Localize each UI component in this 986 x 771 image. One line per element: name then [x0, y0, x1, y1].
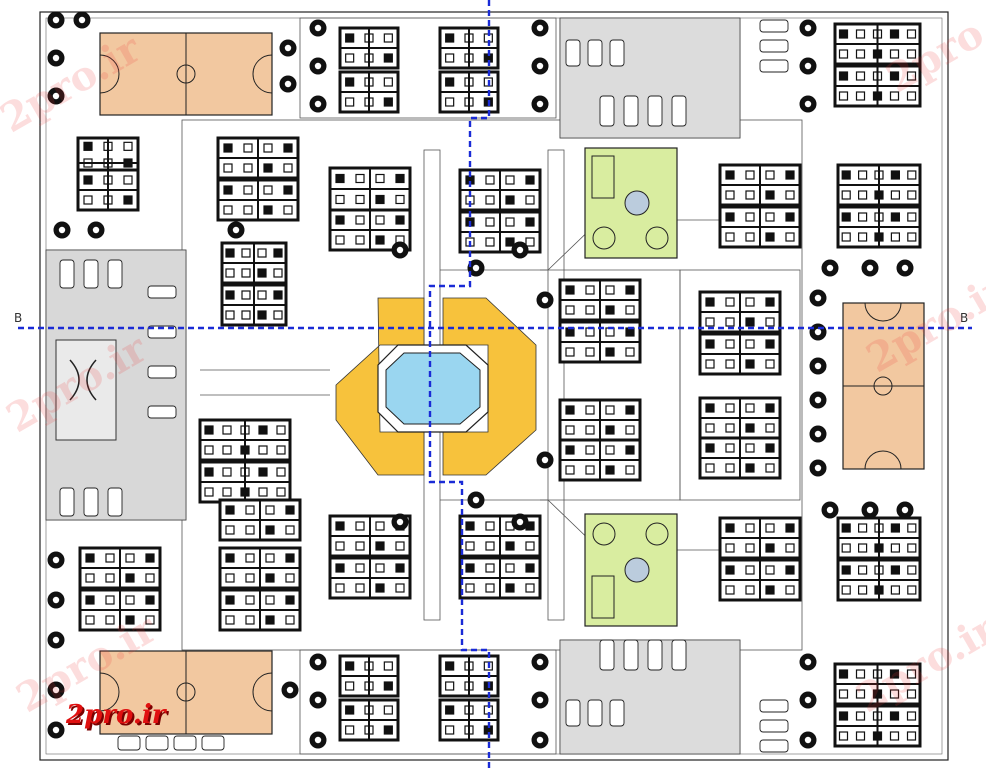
parking-lots: [45, 17, 789, 755]
apartment-block: [558, 438, 642, 482]
apartment-block: [836, 516, 922, 560]
trees: [47, 11, 914, 749]
apartment-block: [458, 210, 542, 254]
site-logo: 2pro.ir: [66, 700, 166, 730]
apartment-block: [338, 70, 400, 114]
apartment-block: [698, 290, 782, 334]
apartment-block: [833, 662, 922, 706]
apartment-block: [328, 166, 412, 212]
apartment-block: [328, 556, 412, 600]
apartment-block: [718, 205, 802, 249]
apartment-block: [218, 498, 302, 542]
apartment-block: [78, 588, 162, 632]
apartment-block: [198, 418, 292, 462]
apartment-block: [558, 398, 642, 442]
apartment-block: [220, 241, 288, 285]
apartment-block: [698, 332, 782, 376]
apartment-block: [218, 546, 302, 590]
site-boundary: [39, 11, 949, 761]
apartment-block: [833, 22, 922, 66]
apartment-block: [328, 514, 412, 558]
apartment-block: [216, 178, 300, 222]
apartment-block: [698, 436, 782, 480]
apartment-block: [718, 558, 802, 602]
apartment-block: [218, 588, 302, 632]
apartment-block: [216, 136, 300, 180]
apartment-block: [718, 516, 802, 560]
park-bottom: [584, 513, 678, 627]
section-line: [18, 0, 972, 771]
section-mark-left: B: [14, 311, 23, 325]
apartment-block: [76, 168, 140, 212]
apartment-block: [338, 26, 400, 70]
apartment-block: [836, 205, 922, 249]
apartment-block: [198, 460, 292, 504]
apartment-block: [558, 320, 642, 364]
apartment-block: [78, 546, 162, 590]
sports-court-right: [842, 302, 925, 470]
sports-court-top-left: [99, 32, 273, 116]
apartment-block: [836, 558, 922, 602]
apartment-block: [338, 698, 400, 742]
section-mark-right: B: [960, 311, 969, 325]
apartment-block: [558, 278, 642, 322]
apartment-block: [718, 163, 802, 207]
apartment-block: [220, 283, 288, 327]
apartment-block: [833, 704, 922, 748]
central-plaza: [335, 297, 537, 476]
park-top: [584, 147, 678, 259]
apartment-block: [833, 64, 922, 108]
apartment-block: [698, 396, 782, 440]
apartment-block: [338, 654, 400, 698]
apartment-block: [458, 168, 542, 212]
apartment-block: [836, 163, 922, 207]
apartment-block: [458, 556, 542, 600]
sports-court-bottom-left: [99, 650, 273, 735]
